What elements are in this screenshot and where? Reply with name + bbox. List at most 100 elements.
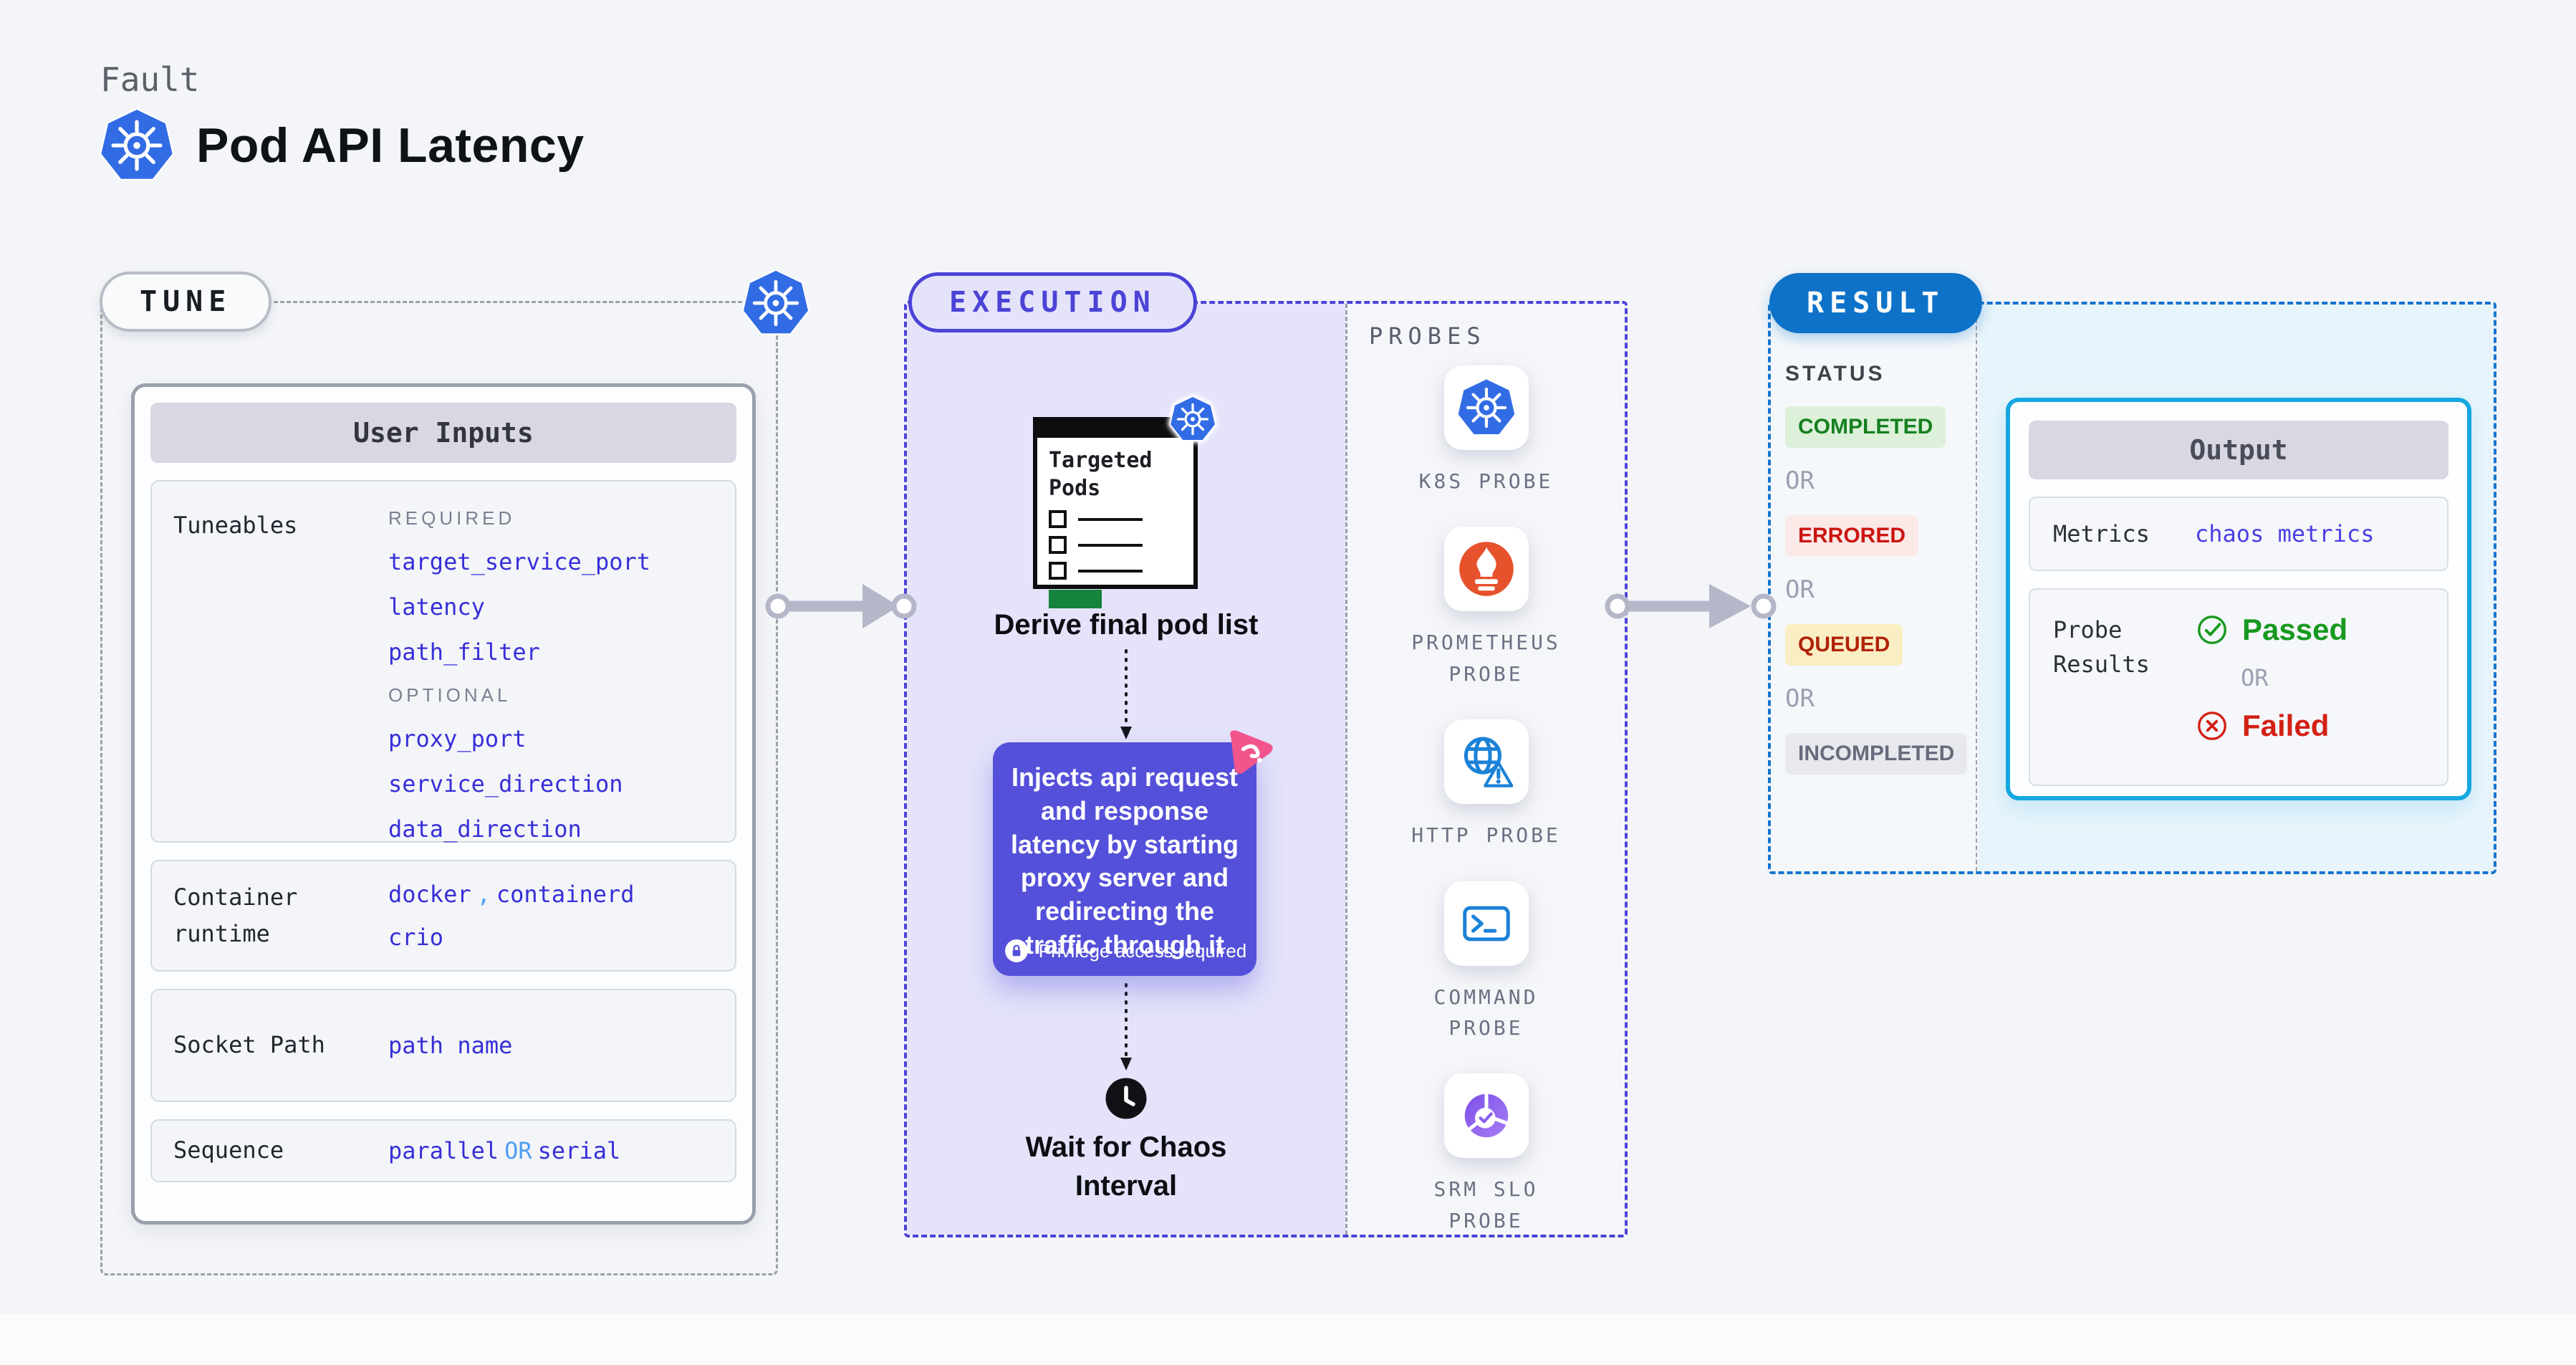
tuneables-row: Tuneables REQUIRED target_service_port l… (150, 480, 736, 843)
kubernetes-icon (99, 107, 175, 183)
wait-chaos-interval-label: Wait for Chaos Interval (1025, 1131, 1227, 1202)
probe-card (1443, 527, 1529, 612)
probes-panel: PROBES K8S PROBE PROMETHEUS PROBE HTTP P… (1345, 304, 1625, 1235)
status-badge: INCOMPLETED (1785, 733, 1968, 775)
probe-name: K8S PROBE (1418, 469, 1554, 493)
failed-label: Failed (2242, 709, 2330, 742)
probe-name: COMMAND PROBE (1433, 985, 1539, 1040)
list-line (1078, 517, 1143, 521)
bottom-band (0, 1313, 2576, 1365)
tuneable-param: service_direction (388, 770, 623, 798)
privilege-text: Privilege access required (1038, 939, 1247, 962)
litmus-chaos-icon (1222, 722, 1278, 778)
kubernetes-icon (741, 269, 810, 337)
socket-path-value: path name (388, 1032, 513, 1059)
progress-bar (1049, 590, 1102, 608)
or-label: OR (2241, 664, 2269, 691)
down-arrow-icon (1120, 983, 1132, 1071)
status-badge: QUEUED (1785, 624, 1903, 666)
slo-pie-check-icon (1456, 1086, 1517, 1146)
metrics-value: chaos metrics (2195, 520, 2375, 547)
execution-pill: EXECUTION (908, 272, 1197, 332)
probe-item: HTTP PROBE (1393, 719, 1580, 851)
page-title: Pod API Latency (196, 118, 585, 173)
failed-line: Failed (2195, 709, 2347, 743)
or-label: OR (1785, 684, 1815, 713)
probe-item: COMMAND PROBE (1393, 881, 1580, 1044)
probe-card (1443, 719, 1529, 805)
result-section: STATUS COMPLETED OR ERRORED OR QUEUED OR… (1768, 273, 2496, 874)
user-inputs-title: User Inputs (150, 403, 736, 463)
execution-section: PROBES K8S PROBE PROMETHEUS PROBE HTTP P… (904, 272, 1628, 1237)
probe-card (1443, 365, 1529, 450)
runtime-value: crio (388, 924, 444, 951)
privilege-note: Privilege access required (993, 937, 1256, 964)
tuneables-label: Tuneables (173, 512, 298, 539)
pod-list-item (1049, 562, 1182, 580)
container-runtime-row: Container runtime docker,containerd crio (150, 860, 736, 972)
tuneable-param: latency (388, 593, 485, 621)
kubernetes-icon (1456, 378, 1517, 438)
probe-results-values: Passed OR Failed (2195, 613, 2347, 785)
or-label: OR (1785, 575, 1815, 604)
prometheus-flame-icon (1456, 539, 1517, 599)
status-badge: COMPLETED (1785, 406, 1946, 448)
metrics-row: Metrics chaos metrics (2029, 497, 2448, 571)
container-runtime-values: docker,containerd crio (388, 881, 735, 951)
optional-label: OPTIONAL (388, 684, 511, 706)
metrics-label: Metrics (2053, 520, 2150, 547)
tune-section: TUNE User Inputs Tuneables REQUIRED targ… (100, 301, 778, 1275)
flow-arrow-icon (765, 584, 917, 628)
probe-item: PROMETHEUS PROBE (1393, 527, 1580, 689)
check-circle-icon (2195, 613, 2229, 647)
probe-results-label: Probe Results (2053, 616, 2150, 678)
kubernetes-icon (1169, 396, 1216, 443)
sequence-label: Sequence (173, 1136, 284, 1164)
probe-name: HTTP PROBE (1411, 823, 1561, 848)
passed-label: Passed (2242, 613, 2348, 646)
probe-item: SRM SLO PROBE (1393, 1073, 1580, 1236)
or-label: OR (1785, 466, 1815, 495)
derive-pod-list-label: Derive final pod list (994, 609, 1259, 641)
status-column: STATUS COMPLETED OR ERRORED OR QUEUED OR… (1771, 305, 1977, 871)
tuneable-param: proxy_port (388, 724, 527, 752)
pod-list-item (1049, 510, 1182, 528)
pods-window-bar (1037, 421, 1194, 438)
comma-separator: , (476, 881, 491, 908)
list-line (1078, 569, 1143, 573)
checkbox-icon (1049, 562, 1067, 580)
status-badge: ERRORED (1785, 515, 1919, 557)
tuneable-param: data_direction (388, 815, 582, 843)
checkbox-icon (1049, 510, 1067, 528)
probe-results-row: Probe Results Passed OR Failed (2029, 588, 2448, 786)
output-title: Output (2029, 421, 2448, 479)
runtime-value: docker (388, 881, 471, 908)
output-box: Output Metrics chaos metrics Probe Resul… (2006, 398, 2471, 800)
terminal-icon (1456, 894, 1517, 954)
tuneables-values: REQUIRED target_service_port latency pat… (388, 482, 735, 843)
runtime-values-line: docker,containerd (388, 881, 735, 908)
targeted-pods-box: Targeted Pods (1033, 417, 1198, 608)
probe-card (1443, 881, 1529, 966)
or-connector: OR (504, 1137, 532, 1164)
socket-path-label: Socket Path (173, 1031, 325, 1059)
sequence-option: parallel (388, 1137, 499, 1164)
sequence-option: serial (537, 1137, 621, 1164)
probe-item: K8S PROBE (1393, 365, 1580, 497)
probe-card (1443, 1073, 1529, 1159)
fault-kicker: Fault (100, 60, 200, 99)
probe-name: PROMETHEUS PROBE (1411, 631, 1561, 686)
passed-line: Passed (2195, 613, 2347, 647)
runtime-value: containerd (496, 881, 635, 908)
x-circle-icon (2195, 709, 2229, 743)
socket-path-row: Socket Path path name (150, 989, 736, 1102)
clock-icon (1104, 1076, 1148, 1121)
output-panel: Output Metrics chaos metrics Probe Resul… (1979, 305, 2494, 871)
inject-latency-box: Injects api request and response latency… (993, 742, 1256, 976)
pods-content: Targeted Pods (1037, 438, 1193, 617)
targeted-pods-title: Targeted Pods (1049, 448, 1153, 501)
required-label: REQUIRED (388, 507, 516, 529)
